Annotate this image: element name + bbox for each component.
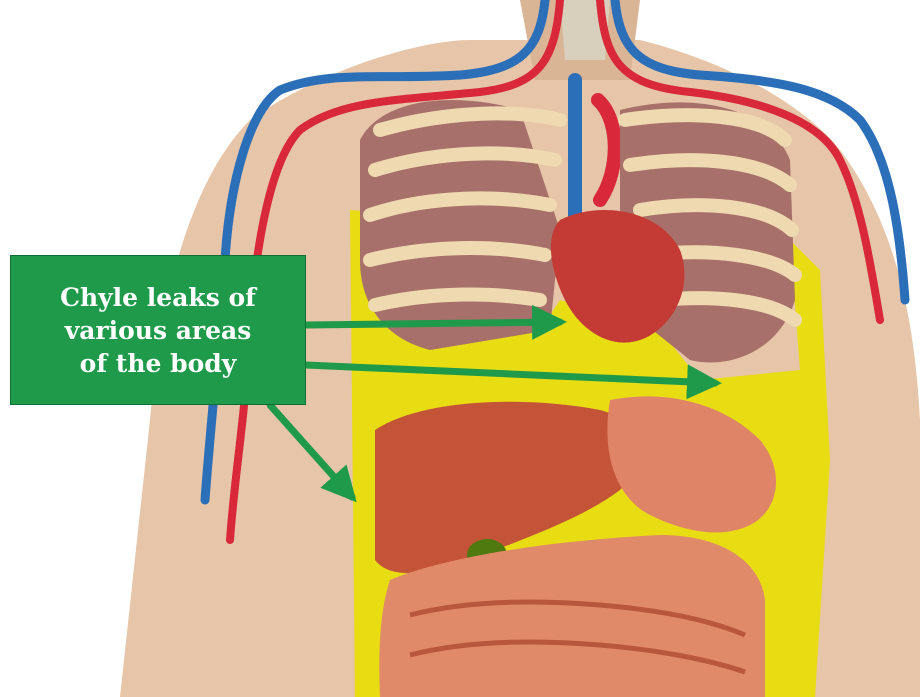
callout-box: Chyle leaks of various areas of the body: [10, 255, 306, 405]
callout-text: Chyle leaks of various areas of the body: [60, 281, 256, 380]
arrow-to-chest: [306, 322, 560, 325]
abdominal-organs: [375, 396, 776, 697]
